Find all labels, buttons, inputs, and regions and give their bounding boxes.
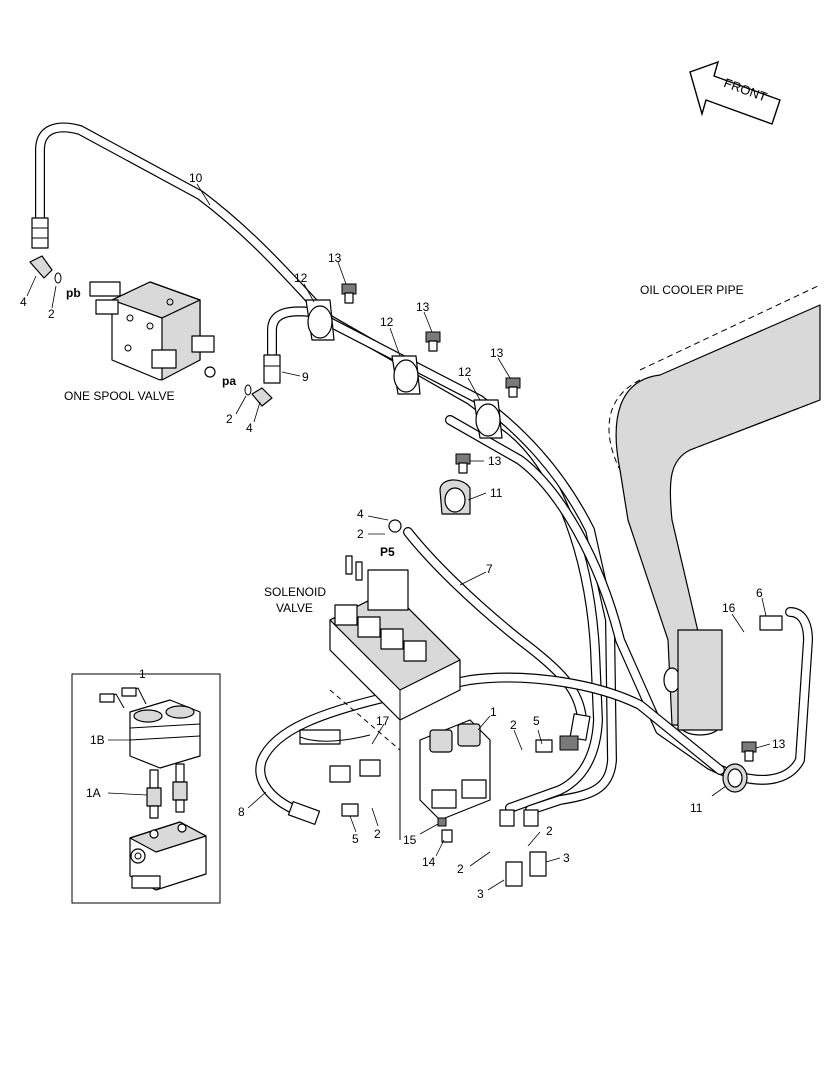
callout-16: 16 (722, 601, 736, 615)
clamp-11 (439, 479, 748, 793)
callout-13-e: 13 (772, 737, 786, 751)
callout-2-top: 2 (48, 307, 55, 321)
bolts-13 (341, 283, 757, 762)
callout-3-bottom: 3 (477, 887, 484, 901)
callout-2-low: 2 (374, 827, 381, 841)
oil-cooler-pipe-label: OIL COOLER PIPE (640, 283, 744, 297)
inset-1b-label: 1B (90, 733, 105, 747)
callout-12-b: 12 (380, 315, 394, 329)
hose-9 (263, 306, 617, 815)
callout-12-a: 12 (294, 271, 308, 285)
callout-5-low: 5 (352, 832, 359, 846)
callout-8: 8 (238, 805, 245, 819)
callout-4-p5: 4 (357, 507, 364, 521)
port-label-pa: pa (222, 374, 236, 388)
callout-numbers: 10 4 2 13 12 13 12 13 12 9 2 4 13 11 4 2… (20, 171, 786, 901)
callout-12-c: 12 (458, 365, 472, 379)
callout-2-p5: 2 (357, 527, 364, 541)
hose-10 (31, 122, 603, 813)
hose-7 (403, 527, 591, 741)
small-fittings (341, 615, 783, 887)
callout-11-a: 11 (490, 486, 503, 500)
callout-2-right: 2 (546, 824, 553, 838)
callout-10: 10 (189, 171, 203, 185)
callout-13-b: 13 (416, 300, 430, 314)
callout-5-mid: 5 (533, 714, 540, 728)
callout-7: 7 (486, 562, 493, 576)
solenoid-valve-label-2: VALVE (276, 601, 313, 615)
callout-2-pa: 2 (226, 412, 233, 426)
one-spool-valve: pb pa ONE SPOOL VALVE (64, 281, 236, 403)
front-arrow: FRONT (689, 60, 781, 125)
callout-13-c: 13 (490, 346, 504, 360)
callout-11-b: 11 (690, 801, 703, 815)
port-label-pb: pb (66, 286, 81, 300)
oil-cooler-pipe: OIL COOLER PIPE (608, 283, 821, 736)
fitting-top-left (29, 255, 273, 407)
clamps-12 (305, 299, 503, 439)
callout-4-pa: 4 (246, 421, 253, 435)
callout-1-main: 1 (490, 705, 497, 719)
leader-lines (26, 183, 771, 891)
callout-17: 17 (376, 714, 390, 728)
callout-15: 15 (403, 833, 417, 847)
callout-9: 9 (302, 370, 309, 384)
port-label-p5: P5 (380, 545, 395, 559)
solenoid-valve-block: P5 SOLENOID VALVE (264, 519, 461, 840)
coil-assembly (99, 687, 201, 769)
inset-1a-label: 1A (86, 786, 101, 800)
hose-8 (255, 672, 725, 825)
callout-2-mid: 2 (510, 718, 517, 732)
cartridge-assembly (146, 763, 188, 819)
callout-13-a: 13 (328, 251, 342, 265)
inset-solenoid-detail: 1 1B 1A (71, 667, 221, 904)
callout-13-d: 13 (488, 454, 502, 468)
solenoid-valve-label-1: SOLENOID (264, 585, 326, 599)
callout-14: 14 (422, 855, 436, 869)
one-spool-valve-label: ONE SPOOL VALVE (64, 389, 174, 403)
callout-3-right: 3 (563, 851, 570, 865)
callout-2-bottom: 2 (457, 862, 464, 876)
callout-4-top: 4 (20, 295, 27, 309)
callout-6: 6 (756, 586, 763, 600)
solenoid-1-center (299, 719, 491, 821)
valve-body (129, 821, 207, 891)
